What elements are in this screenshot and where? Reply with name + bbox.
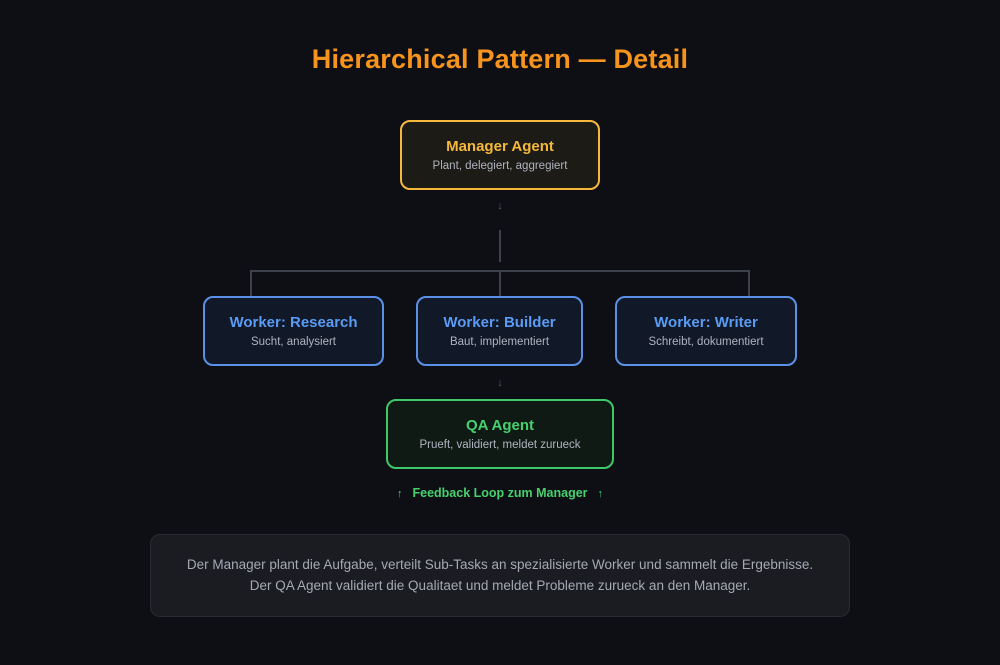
qa-agent-title: QA Agent [465,417,535,434]
worker-writer-subtitle: Schreibt, dokumentiert [648,336,764,348]
arrow-up-icon: ↑ [597,488,604,500]
page-title: Hierarchical Pattern — Detail [311,44,689,74]
qa-agent-node: QA Agent Prueft, validiert, meldet zurue… [386,399,614,469]
manager-agent-node: Manager Agent Plant, delegiert, aggregie… [400,120,600,190]
description-box: Der Manager plant die Aufgabe, verteilt … [150,534,850,617]
qa-agent-subtitle: Prueft, validiert, meldet zurueck [419,439,581,451]
worker-research-subtitle: Sucht, analysiert [250,336,336,348]
feedback-loop-label: ↑ Feedback Loop zum Manager ↑ [0,486,1000,500]
worker-builder-node: Worker: Builder Baut, implementiert [416,296,583,366]
manager-agent-title: Manager Agent [446,138,554,155]
manager-agent-subtitle: Plant, delegiert, aggregiert [432,160,568,172]
worker-research-node: Worker: Research Sucht, analysiert [203,296,384,366]
worker-writer-title: Worker: Writer [654,314,758,331]
arrow-down-icon: ↓ [497,377,503,389]
worker-builder-subtitle: Baut, implementiert [449,336,550,348]
worker-research-title: Worker: Research [229,314,358,331]
arrow-up-icon: ↑ [396,488,403,500]
arrow-down-icon: ↓ [497,200,503,212]
worker-writer-node: Worker: Writer Schreibt, dokumentiert [615,296,797,366]
worker-builder-title: Worker: Builder [443,314,556,331]
feedback-loop-text: Feedback Loop zum Manager [412,486,588,500]
